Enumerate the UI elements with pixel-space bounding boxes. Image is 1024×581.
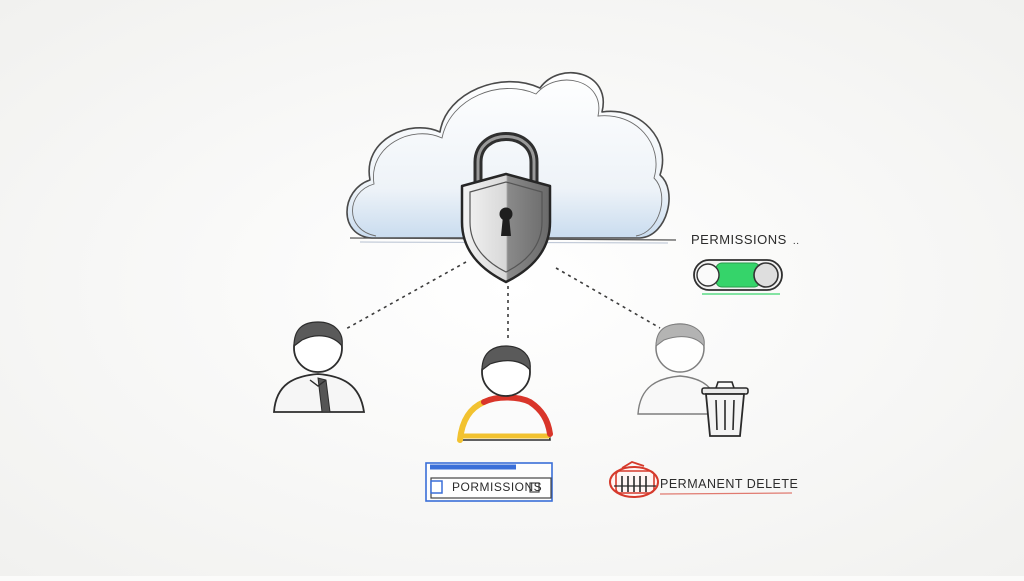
- connector-admin: [343, 261, 467, 331]
- delete-basket-icon[interactable]: [609, 461, 659, 498]
- connector-lines: [343, 261, 661, 338]
- permissions-heading-suffix: ..: [792, 236, 800, 247]
- permissions-heading: PERMISSIONS ..: [691, 232, 799, 247]
- trash-can-icon: [701, 381, 749, 437]
- delete-underline: [659, 492, 793, 495]
- permission-field[interactable]: [425, 462, 553, 502]
- toggle-knob-left: [696, 263, 720, 287]
- permanent-delete-label[interactable]: PERMANENT DELETE: [660, 477, 799, 491]
- padlock-shield-icon: [460, 132, 552, 284]
- user-icon: [273, 321, 366, 413]
- toggle-knob[interactable]: [753, 262, 779, 288]
- permissions-heading-text: PERMISSIONS: [691, 232, 787, 247]
- user-icon: [637, 323, 721, 415]
- cloud-icon: [346, 72, 677, 244]
- field-checkbox-icon[interactable]: [529, 482, 540, 493]
- field-marker-icon: [430, 480, 443, 494]
- user-icon: [457, 345, 553, 443]
- permission-field-label: PORMISSIONS: [452, 480, 543, 494]
- permissions-toggle[interactable]: [693, 259, 783, 295]
- connector-removed: [555, 267, 661, 329]
